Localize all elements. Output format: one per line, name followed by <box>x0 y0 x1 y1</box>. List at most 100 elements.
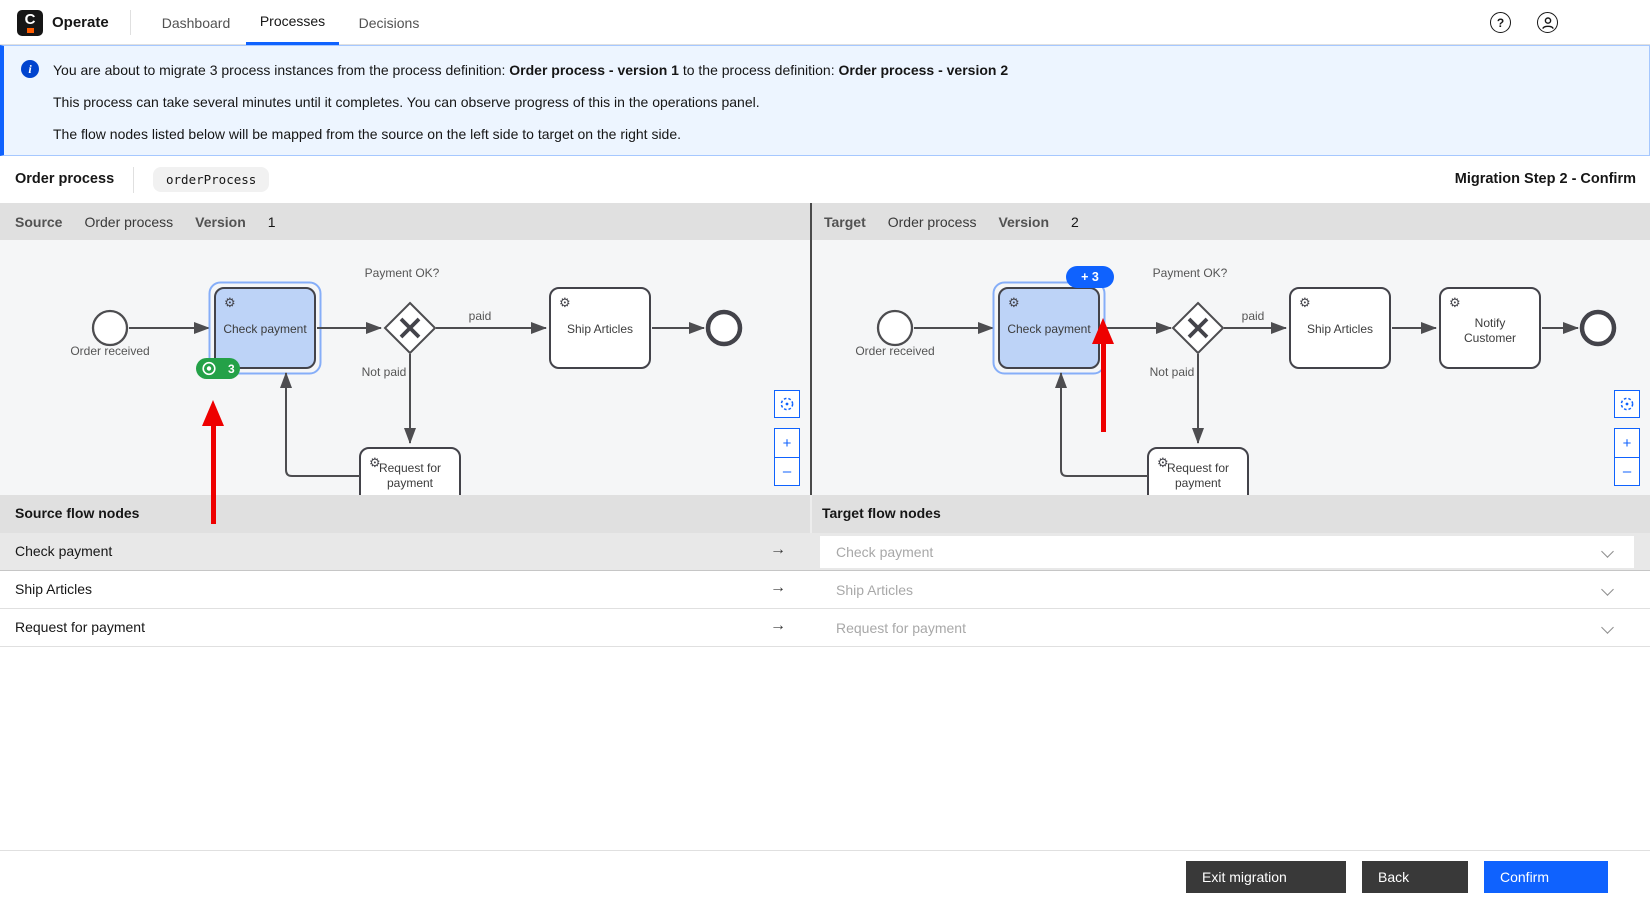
service-task-gear-icon: ⚙ <box>1299 295 1311 310</box>
source-zoom-in-button[interactable]: + <box>775 429 799 457</box>
bpmn-task-request-for-payment[interactable]: ⚙ Request for payment <box>359 447 461 495</box>
source-reset-zoom-button[interactable] <box>774 390 800 418</box>
source-version-value: 1 <box>267 213 276 230</box>
migration-info-banner: i You are about to migrate 3 process ins… <box>0 45 1650 156</box>
service-task-gear-icon: ⚙ <box>1157 455 1169 470</box>
banner-target-definition: Order process - version 2 <box>838 62 1009 78</box>
target-flow-node-select[interactable]: Ship Articles <box>820 574 1634 606</box>
app-title: Operate <box>52 14 109 31</box>
active-instances-count: 3 <box>228 362 235 376</box>
tab-dashboard[interactable]: Dashboard <box>161 14 231 31</box>
target-flow-node-select[interactable]: Request for payment <box>820 612 1634 644</box>
tab-decisions[interactable]: Decisions <box>358 14 420 31</box>
source-flow-node-name: Check payment <box>15 543 113 559</box>
person-glyph <box>1541 16 1554 29</box>
red-arrowhead <box>202 400 224 426</box>
target-label: Target <box>824 213 866 230</box>
red-arrow-shaft <box>1100 344 1106 432</box>
target-zoom-out-button[interactable]: – <box>1615 457 1639 485</box>
start-event-label: Order received <box>855 344 934 358</box>
bpmn-task-check-payment[interactable]: ⚙ Check payment <box>208 281 322 375</box>
bpmn-start-event-order-received[interactable]: Order received <box>855 309 935 358</box>
bpmn-end-event[interactable] <box>1579 309 1617 347</box>
target-panel-header: Target Order process Version 2 <box>812 203 1650 240</box>
mapping-row-check-payment[interactable]: Check payment → Check payment <box>0 533 1650 571</box>
bpmn-end-event[interactable] <box>705 309 743 347</box>
flow-label-not-paid: Not paid <box>1150 365 1195 379</box>
red-arrowhead <box>1092 318 1114 344</box>
reset-zoom-icon <box>780 397 794 411</box>
selected-target-value: Ship Articles <box>836 582 914 598</box>
target-dot-icon <box>202 361 216 376</box>
top-nav: C Operate Dashboard Processes Decisions … <box>0 0 1650 45</box>
banner-line-2: This process can take several minutes un… <box>53 94 760 110</box>
service-task-gear-icon: ⚙ <box>224 295 236 310</box>
target-version-label: Version <box>998 213 1050 230</box>
process-header: Order process orderProcess Migration Ste… <box>0 156 1650 203</box>
service-task-gear-icon: ⚙ <box>559 295 571 310</box>
logo-letter: C <box>24 11 36 28</box>
exit-migration-button[interactable]: Exit migration <box>1186 861 1346 893</box>
service-task-gear-icon: ⚙ <box>1008 295 1020 310</box>
service-task-gear-icon: ⚙ <box>1449 295 1461 310</box>
bpmn-gateway-payment-ok[interactable]: Payment OK? <box>1153 266 1228 355</box>
bpmn-task-ship-articles[interactable]: ⚙ Ship Articles <box>1289 287 1391 369</box>
task-label: Check payment <box>223 322 307 336</box>
user-icon[interactable] <box>1537 12 1558 33</box>
sequence-flow-loop <box>1055 372 1148 477</box>
start-event-label: Order received <box>70 344 149 358</box>
bpmn-task-check-payment[interactable]: ⚙ Check payment <box>992 281 1106 375</box>
help-icon[interactable]: ? <box>1490 12 1511 33</box>
banner-line-1: You are about to migrate 3 process insta… <box>53 62 1008 78</box>
back-button[interactable]: Back <box>1362 861 1468 893</box>
source-flow-node-name: Request for payment <box>15 619 145 635</box>
gateway-label: Payment OK? <box>365 266 440 280</box>
logo-orange-mark <box>27 28 34 33</box>
banner-line1-prefix: You are about to migrate 3 process insta… <box>53 62 510 78</box>
source-bpmn-diagram[interactable]: Order received ⚙ Check payment 3 Payment… <box>0 240 810 495</box>
migration-step-label: Migration Step 2 - Confirm <box>1454 171 1636 187</box>
nav-divider <box>130 10 131 35</box>
target-flow-node-select[interactable]: Check payment <box>820 536 1634 568</box>
source-process-name: Order process <box>84 213 174 230</box>
target-bpmn-diagram[interactable]: Order received ⚙ Check payment + 3 Payme… <box>812 240 1650 495</box>
task-label-line2: payment <box>387 476 434 490</box>
table-header-divider <box>810 495 812 533</box>
mapped-instances-count: + 3 <box>1081 270 1099 284</box>
task-label-line1: Request for <box>379 461 441 475</box>
confirm-button[interactable]: Confirm <box>1484 861 1608 893</box>
source-flow-node-name: Ship Articles <box>15 581 93 597</box>
bpmn-gateway-payment-ok[interactable]: Payment OK? <box>365 266 440 355</box>
arrow-right-icon: → <box>770 541 786 558</box>
selected-target-value: Check payment <box>836 544 934 560</box>
flow-label-paid: paid <box>1242 309 1265 323</box>
banner-line1-middle: to the process definition: <box>678 62 839 78</box>
source-zoom-out-button[interactable]: – <box>775 457 799 485</box>
task-label-line1: Request for <box>1167 461 1229 475</box>
chevron-down-icon <box>1601 621 1614 634</box>
bpmn-task-ship-articles[interactable]: ⚙ Ship Articles <box>549 287 651 369</box>
mapping-row-ship-articles[interactable]: Ship Articles → Ship Articles <box>0 571 1650 609</box>
service-task-gear-icon: ⚙ <box>369 455 381 470</box>
bpmn-task-request-for-payment[interactable]: ⚙ Request for payment <box>1147 447 1249 495</box>
arrow-right-icon: → <box>770 617 786 634</box>
tab-processes[interactable]: Processes <box>246 0 339 45</box>
info-icon: i <box>21 60 39 78</box>
chevron-down-icon <box>1601 545 1614 558</box>
mapping-row-request-for-payment[interactable]: Request for payment → Request for paymen… <box>0 609 1650 647</box>
source-flow-nodes-header: Source flow nodes <box>15 505 140 521</box>
mapped-instances-badge: + 3 <box>1066 266 1114 288</box>
task-label-line2: Customer <box>1464 331 1516 345</box>
bpmn-start-event-order-received[interactable]: Order received <box>70 309 150 358</box>
target-reset-zoom-button[interactable] <box>1614 390 1640 418</box>
target-zoom-in-button[interactable]: + <box>1615 429 1639 457</box>
sequence-flow-loop <box>280 372 360 477</box>
target-zoom-controls: + – <box>1614 428 1640 486</box>
task-label: Check payment <box>1007 322 1091 336</box>
flow-label-paid: paid <box>469 309 492 323</box>
source-annotation-arrow <box>202 400 224 524</box>
target-version-value: 2 <box>1071 213 1079 230</box>
chevron-down-icon <box>1601 583 1614 596</box>
task-label: Ship Articles <box>1307 322 1373 336</box>
bpmn-task-notify-customer[interactable]: ⚙ Notify Customer <box>1439 287 1541 369</box>
